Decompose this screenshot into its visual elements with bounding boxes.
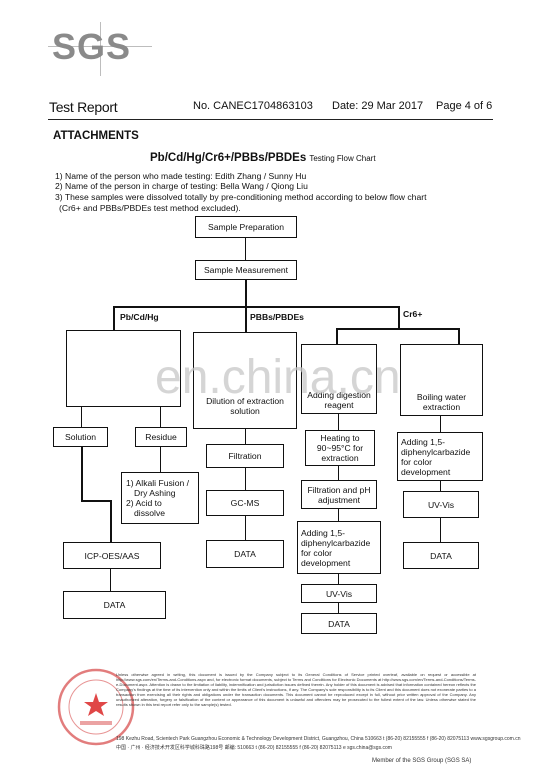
page-number: Page 4 of 6 (436, 100, 493, 112)
line (336, 328, 338, 344)
box-filtration: Filtration (206, 444, 284, 468)
line (160, 407, 161, 427)
box-uv-vis-right: UV-Vis (403, 491, 479, 518)
box-heating: Heating to 90~95°C for extraction (305, 430, 375, 466)
line (81, 446, 83, 502)
line (338, 509, 339, 521)
line (440, 518, 441, 542)
box-left-branch-step (66, 330, 181, 407)
line (336, 328, 460, 330)
line (245, 468, 246, 490)
line (338, 414, 339, 430)
box-residue: Residue (135, 427, 187, 447)
line (245, 237, 246, 261)
address-chinese: 中国 · 广州 · 经济技术开发区科学城科珠路198号 邮编: 510663 t… (116, 745, 392, 751)
box-filtration-ph: Filtration and pH adjustment (301, 480, 377, 509)
line (245, 280, 247, 308)
box-data-middle: DATA (206, 540, 284, 568)
flow-title-sub: Testing Flow Chart (309, 154, 376, 163)
line (398, 306, 400, 330)
line (110, 569, 111, 591)
line (338, 466, 339, 480)
line (160, 446, 161, 472)
box-dilution: Dilution of extraction solution (193, 332, 297, 429)
box-data-cr-2: DATA (403, 542, 479, 569)
line (440, 416, 441, 432)
company-seal-icon (57, 668, 135, 746)
box-boiling-water: Boiling water extraction (400, 344, 483, 416)
branch-label-cr6: Cr6+ (403, 309, 423, 319)
alkali-line-1: 1) Alkali Fusion / (126, 478, 190, 488)
box-alkali-fusion: 1) Alkali Fusion / Dry Ashing 2) Acid to… (121, 472, 199, 524)
line (110, 500, 112, 542)
attachments-heading: ATTACHMENTS (53, 130, 139, 142)
flow-title-main: Pb/Cd/Hg/Cr6+/PBBs/PBDEs (150, 152, 307, 164)
alkali-line-3: 2) Acid to (126, 498, 162, 508)
report-title: Test Report (49, 99, 118, 115)
line (81, 407, 82, 427)
logo-text: SGS (52, 26, 132, 67)
flow-chart-title: Pb/Cd/Hg/Cr6+/PBBs/PBDEs Testing Flow Ch… (150, 152, 376, 164)
alkali-line-2: Dry Ashing (134, 488, 176, 498)
box-adding-diphenylcarbazide-right: Adding 1,5-diphenylcarbazide for color d… (397, 432, 483, 481)
report-number: No. CANEC1704863103 (193, 100, 313, 112)
note-3: 3) These samples were dissolved totally … (55, 192, 427, 202)
alkali-line-4: dissolve (134, 508, 166, 518)
box-sample-measurement: Sample Measurement (195, 260, 297, 280)
note-4: (Cr6+ and PBBs/PBDEs test method exclude… (59, 203, 241, 213)
note-1: 1) Name of the person who made testing: … (55, 171, 307, 181)
line (245, 429, 246, 444)
box-solution: Solution (53, 427, 108, 447)
sgs-member-line: Member of the SGS Group (SGS SA) (372, 758, 472, 764)
line (338, 574, 339, 584)
line (440, 481, 441, 491)
box-uv-vis-middle: UV-Vis (301, 584, 377, 603)
watermark: en.china.cn (155, 351, 401, 404)
box-icp-oes-aas: ICP-OES/AAS (63, 542, 161, 569)
line (113, 306, 115, 330)
note-2: 2) Name of the person in charge of testi… (55, 181, 308, 191)
box-data-left: DATA (63, 591, 166, 619)
report-date: Date: 29 Mar 2017 (332, 100, 424, 112)
line (338, 603, 339, 613)
box-sample-preparation: Sample Preparation (195, 216, 297, 238)
header-rule (48, 119, 493, 120)
box-gc-ms: GC-MS (206, 490, 284, 516)
branch-label-pb-cd-hg: Pb/Cd/Hg (120, 312, 159, 322)
box-data-cr-1: DATA (301, 613, 377, 634)
line (81, 500, 111, 502)
line (245, 516, 246, 540)
line (113, 306, 399, 308)
branch-label-pbbs-pbdes: PBBs/PBDEs (250, 312, 304, 322)
box-adding-diphenylcarbazide: Adding 1,5-diphenylcarbazide for color d… (297, 521, 381, 574)
address-english: 198 Kezhu Road, Scientech Park Guangzhou… (116, 736, 521, 742)
line (458, 328, 460, 344)
line (245, 306, 247, 332)
sgs-logo: SGS (48, 22, 152, 76)
box-adding-digestion: Adding digestion reagent (301, 344, 377, 414)
legal-fine-print: Unless otherwise agreed in writing, this… (116, 672, 476, 707)
